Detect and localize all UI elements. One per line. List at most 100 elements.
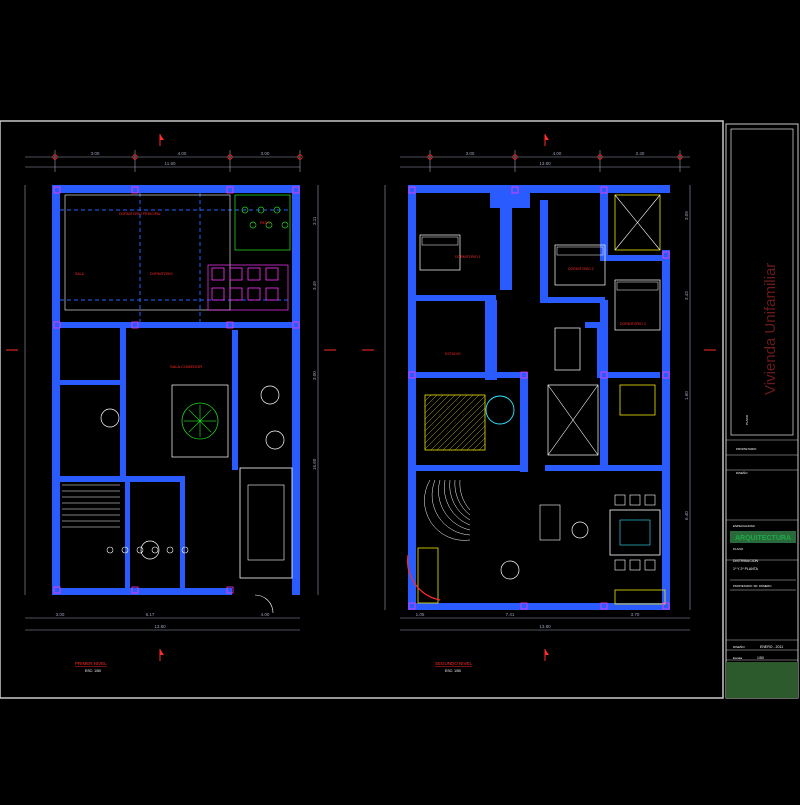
- scale-label: Escala: [733, 656, 742, 660]
- bed: [614, 279, 661, 331]
- dining-center: [619, 519, 651, 546]
- plant-pot: [571, 521, 589, 539]
- chair: [121, 546, 129, 554]
- room-label: SALA COMEDOR: [170, 364, 202, 369]
- dim-label: 3.00: [91, 151, 100, 156]
- specialty-label: ESPECIALIDAD: [733, 524, 756, 528]
- project-title: Vivienda Unifamiliar: [762, 263, 779, 395]
- hatch: [424, 394, 444, 414]
- hatch: [436, 401, 486, 451]
- chair: [136, 546, 144, 554]
- dim-label: 16.60: [312, 458, 317, 470]
- shelf: [539, 504, 561, 541]
- stair-curve: [444, 479, 471, 526]
- stair-curve: [431, 479, 471, 536]
- dim-label: 6.40: [684, 511, 689, 520]
- title-block-frame: [725, 123, 799, 699]
- hatch: [448, 413, 486, 451]
- column: [226, 586, 234, 594]
- wall-left: [408, 185, 416, 610]
- plan-label: PLANO: [733, 547, 744, 551]
- wall-h-4: [416, 465, 526, 471]
- column: [292, 186, 300, 194]
- fixture: [247, 287, 261, 301]
- room-label: DORMITORIO PRINCIPAL: [119, 212, 161, 216]
- wall-vert-1: [120, 328, 126, 478]
- dim-label: 4.00: [178, 151, 187, 156]
- hatch: [430, 395, 486, 451]
- sala-courtyard: [171, 384, 229, 458]
- tree-branch: [199, 409, 212, 422]
- room-label: DORMITORIO 3: [620, 322, 646, 326]
- column: [600, 186, 608, 194]
- owner-label: PROPIETARIO: [736, 447, 757, 451]
- room-label: DORMITORIO 1: [455, 255, 481, 259]
- column: [292, 321, 300, 329]
- chair: [166, 546, 174, 554]
- axis-arrow: [545, 134, 549, 140]
- hatch: [424, 394, 474, 444]
- wall-right: [292, 185, 300, 595]
- wall-right-step: [600, 255, 670, 261]
- chair: [614, 494, 626, 506]
- design-date-label: DISEÑO:: [733, 644, 746, 649]
- pillow: [421, 236, 459, 246]
- column: [600, 371, 608, 379]
- plan-scale: ESC: 1/50: [445, 669, 461, 673]
- plan-sub: 1º Y 2º PLANTA: [733, 567, 759, 571]
- column: [662, 371, 670, 379]
- small-label: PLANO: [745, 414, 749, 425]
- wall-bath: [60, 380, 125, 385]
- column: [53, 321, 61, 329]
- pillow: [556, 246, 604, 256]
- column: [408, 371, 416, 379]
- furniture: [100, 408, 120, 428]
- room-label: DORMITORIO 2: [568, 267, 594, 271]
- wall-right-upper: [600, 185, 608, 260]
- wall-top: [52, 185, 298, 193]
- furniture: [265, 430, 285, 450]
- grid-bubble: [677, 154, 683, 160]
- hatch: [424, 394, 450, 420]
- chair: [644, 494, 656, 506]
- plant: [273, 206, 281, 214]
- hatch: [460, 425, 486, 451]
- grid-bubble: [512, 154, 518, 160]
- furniture: [140, 540, 160, 560]
- bath-fixtures: [207, 264, 289, 311]
- plant: [281, 221, 289, 229]
- plan-label: PRIMER NIVEL: [75, 661, 107, 666]
- fixture: [247, 267, 261, 281]
- dim-label: 4.00: [553, 151, 562, 156]
- bed: [419, 234, 461, 271]
- column: [53, 586, 61, 594]
- column: [662, 602, 670, 610]
- grid-bubble: [427, 154, 433, 160]
- car-body: [247, 484, 285, 561]
- stair-curve: [449, 479, 471, 521]
- void-1: [547, 384, 599, 456]
- wall-h-5: [545, 465, 665, 471]
- dim-label: 2.40: [636, 151, 645, 156]
- plan-label: SEGUNDO NIVEL: [435, 661, 473, 666]
- plant: [241, 206, 249, 214]
- room-label: ESTUDIO: [445, 352, 461, 356]
- column: [226, 321, 234, 329]
- round-furniture: [500, 560, 520, 580]
- column: [662, 251, 670, 259]
- wall-stair: [125, 480, 130, 588]
- hatch: [424, 394, 456, 426]
- column: [131, 186, 139, 194]
- axis-arrow: [160, 649, 164, 655]
- dim-label: 3.70: [631, 612, 640, 617]
- plant: [249, 221, 257, 229]
- bed: [554, 244, 606, 286]
- door-swing: [254, 594, 274, 614]
- chair: [151, 546, 159, 554]
- hatch: [424, 394, 438, 408]
- dim-label: 3.00: [466, 151, 475, 156]
